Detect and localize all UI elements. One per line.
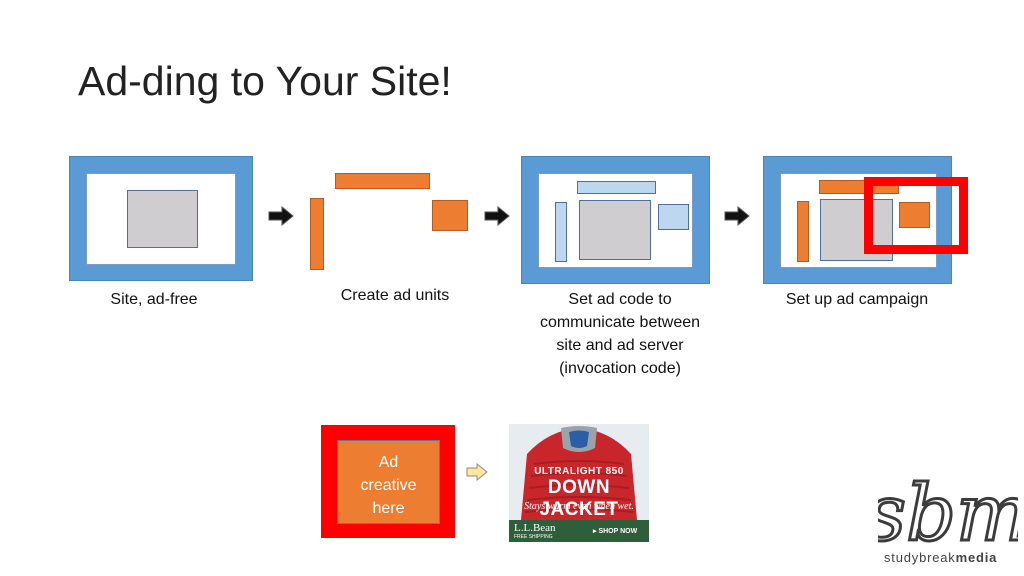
sbm-logo-mark: sbm — [878, 468, 1018, 549]
ad-shop-now-button[interactable]: ▸ SHOP NOW — [593, 528, 638, 535]
step-caption-set-ad-code: Set ad code to communicate between site … — [515, 288, 725, 380]
logo-word-light: studybreak — [884, 550, 956, 565]
page-title: Ad-ding to Your Site! — [78, 58, 452, 104]
step-caption-create-ad-units: Create ad units — [340, 287, 450, 304]
ad-campaign-left — [797, 201, 809, 262]
ad-brand: L.L.Bean — [514, 522, 556, 534]
highlight-box — [864, 177, 968, 254]
caption-line: Set ad code to — [568, 291, 672, 308]
site-page — [538, 173, 693, 268]
jacket-image — [509, 424, 649, 542]
ad-shipping: FREE SHIPPING — [514, 534, 553, 540]
creative-line: Ad — [378, 454, 399, 471]
ad-campaign-square — [899, 202, 930, 228]
ad-banner-llbean: ULTRALIGHT 850 DOWN JACKET Stays warm ev… — [509, 424, 649, 542]
site-content — [127, 190, 198, 248]
logo-word-bold: media — [955, 550, 998, 565]
step-caption-site-ad-free: Site, ad-free — [110, 291, 198, 308]
site-content — [579, 200, 651, 260]
ad-headline-big: DOWN JACKET — [539, 477, 619, 520]
creative-line: creative — [360, 477, 417, 494]
right-arrow-icon — [724, 206, 750, 226]
creative-line: here — [372, 500, 405, 517]
right-arrow-icon — [484, 206, 510, 226]
ad-slot-left — [555, 202, 567, 262]
ad-headline-small: ULTRALIGHT 850 — [534, 466, 624, 477]
ad-creative-placeholder: Ad creative here — [337, 440, 440, 524]
ad-unit-square — [432, 200, 468, 231]
right-arrow-icon — [466, 463, 488, 481]
logo-wordmark: studybreakmedia — [884, 550, 997, 565]
site-frame-ad-slots — [521, 156, 710, 284]
caption-line: site and ad server — [556, 337, 684, 354]
caption-line: (invocation code) — [559, 360, 681, 377]
ad-unit-skyscraper — [310, 198, 324, 270]
ad-tagline: Stays warm even when wet. — [524, 501, 634, 512]
ad-slot-right — [658, 204, 689, 230]
site-page — [86, 173, 236, 265]
caption-line: communicate between — [539, 314, 701, 331]
step-caption-ad-campaign: Set up ad campaign — [785, 291, 929, 308]
logo-mark-text: sbm — [878, 469, 1018, 548]
site-frame-ad-free — [69, 156, 253, 281]
creative-highlight: Ad creative here — [321, 425, 455, 538]
sbm-logo: sbm studybreakmedia — [878, 462, 1018, 570]
ad-unit-leaderboard — [335, 173, 430, 189]
right-arrow-icon — [268, 206, 294, 226]
ad-slot-top — [577, 181, 656, 194]
